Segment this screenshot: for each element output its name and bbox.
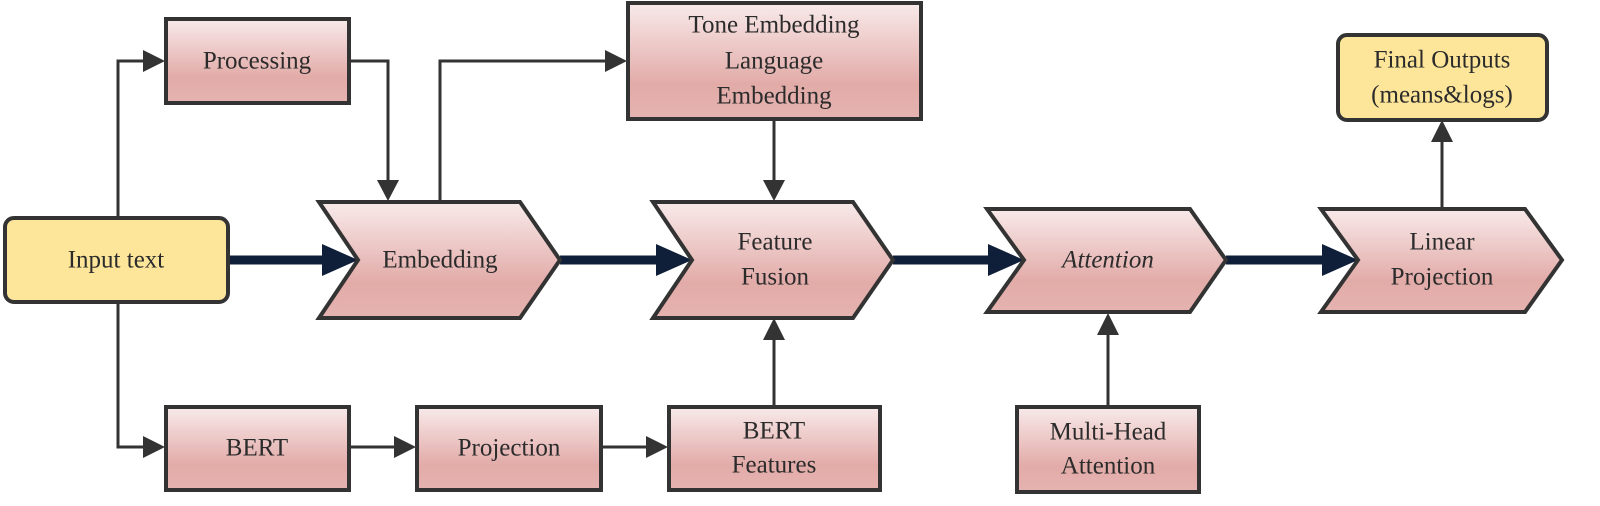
main-arrowhead-embedding [322,244,358,276]
tone-language-shape [626,1,923,121]
feature-fusion-line-2: Fusion [741,264,810,291]
arrowhead-final [1431,120,1453,142]
bert-features-line-1: BERT [743,418,805,445]
node-feature-fusion[interactable]: Feature Fusion [649,200,896,320]
arrowhead-attention-bottom [1097,313,1119,335]
linear-projection-shape [1317,207,1565,314]
final-outputs-line-2: (means&logs) [1371,82,1513,109]
main-arrowhead-fusion [656,244,692,276]
bert-shape [164,405,351,492]
bert-features-shape [667,405,882,492]
node-tone-language-embedding[interactable]: Tone Embedding Language Embedding [626,1,923,121]
final-outputs-line-1: Final Outputs [1374,47,1511,74]
node-final-outputs[interactable]: Final Outputs (means&logs) [1336,33,1549,122]
feature-fusion-line-1: Feature [738,229,813,256]
multi-head-line-2: Attention [1061,453,1156,480]
tone-language-line-2: Language [725,48,824,75]
main-arrowhead-attention [988,244,1024,276]
edge-input-to-processing [116,59,145,218]
connectors [116,50,1453,458]
feature-fusion-shape [649,200,896,320]
projection-label: Projection [458,435,561,462]
input-text-label: Input text [68,247,165,274]
edge-input-to-bert [116,302,145,449]
tone-language-line-1: Tone Embedding [688,12,860,39]
edge-processing-to-embedding [349,59,390,182]
node-input-text[interactable]: Input text [3,216,230,304]
input-text-shape [3,216,230,304]
arrowhead-projection [394,436,416,458]
node-embedding[interactable]: Embedding [315,200,563,320]
multi-head-line-1: Multi-Head [1050,419,1167,446]
main-flow [228,244,1358,276]
processing-shape [164,17,351,105]
node-bert[interactable]: BERT [164,405,351,492]
attention-label: Attention [1060,247,1154,274]
node-projection[interactable]: Projection [415,405,603,492]
node-multi-head-attention[interactable]: Multi-Head Attention [1015,405,1201,494]
arrowhead-fusion-top [763,180,785,201]
attention-shape [983,207,1229,314]
processing-label: Processing [203,48,312,75]
node-linear-projection[interactable]: Linear Projection [1317,207,1565,314]
bert-features-line-2: Features [732,452,817,479]
arrowhead-bert-features [646,436,668,458]
final-outputs-shape [1336,33,1549,122]
arrowhead-fusion-bottom [763,318,785,340]
arrowhead-bert [143,436,165,458]
embedding-label: Embedding [382,247,498,274]
node-attention[interactable]: Attention [983,207,1229,314]
arrowhead-embedding-top [377,180,399,201]
main-arrowhead-linear [1322,244,1358,276]
bert-label: BERT [226,435,288,462]
tone-language-line-3: Embedding [716,83,832,110]
arrowhead-tone [605,50,627,72]
linear-projection-line-1: Linear [1409,229,1475,256]
linear-projection-line-2: Projection [1391,264,1494,291]
embedding-shape [315,200,563,320]
projection-shape [415,405,603,492]
node-bert-features[interactable]: BERT Features [667,405,882,492]
multi-head-shape [1015,405,1201,494]
edge-embedding-to-tone [438,59,607,201]
node-processing[interactable]: Processing [164,17,351,105]
arrowhead-processing [143,50,165,72]
